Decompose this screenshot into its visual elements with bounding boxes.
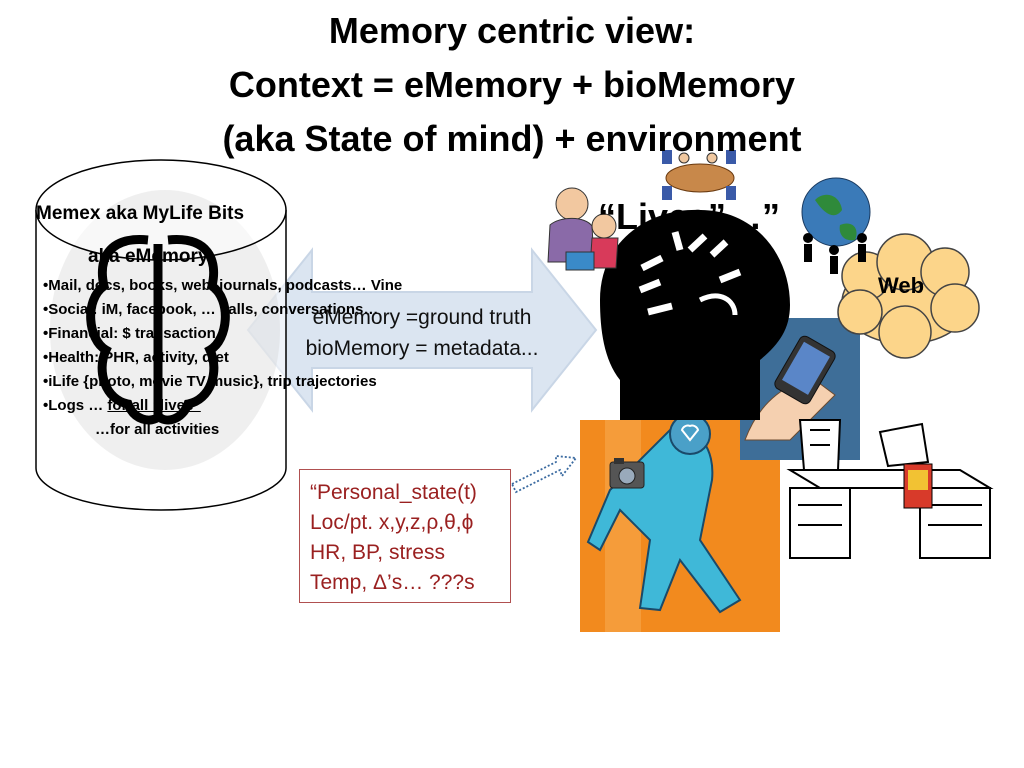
- dotted-arrow: [510, 455, 578, 494]
- hand-phone-icon: [744, 335, 836, 441]
- personal-state-line: Temp, Δ’s… ???s: [310, 571, 475, 594]
- camera-icon: [609, 458, 645, 489]
- personal-state-line: “Personal_state(t): [310, 481, 477, 504]
- list-item: •Mail, docs, books, web, journals, podca…: [43, 277, 403, 294]
- lives-label: “Lives”…”: [598, 196, 781, 237]
- title-line-3: (aka State of mind) + environment: [222, 118, 802, 159]
- title-line-1: Memory centric view:: [328, 10, 696, 51]
- logs-underlined: for all “lives”: [107, 397, 201, 414]
- web-cloud: [837, 233, 980, 359]
- family-clipart-icon: [547, 187, 619, 271]
- cylinder-subtitle: aka eMemory: [88, 246, 209, 267]
- list-item: •iLife {photo, movie TV music}, trip tra…: [43, 373, 377, 390]
- office-desk-icon: [786, 419, 994, 559]
- arrow-line-1: eMemory =ground truth: [312, 306, 532, 329]
- title-block: Memory centric view: Context = eMemory +…: [0, 4, 1024, 166]
- personal-state-box: “Personal_state(t) Loc/pt. x,y,z,ρ,θ,ϕ H…: [299, 469, 511, 603]
- people-ring-icon: [803, 233, 867, 274]
- cylinder-item-list: •Mail, docs, books, web, journals, podca…: [43, 274, 403, 442]
- list-item: •Financial: $ transaction: [43, 325, 216, 342]
- cylinder-title: Memex aka MyLife Bits: [36, 203, 245, 224]
- logs-prefix: •Logs …: [43, 397, 108, 414]
- list-item-logs: •Logs … for all “lives”: [43, 394, 283, 418]
- personal-state-line: Loc/pt. x,y,z,ρ,θ,ϕ: [310, 511, 474, 534]
- brain-outline-icon: [86, 235, 230, 425]
- logs-last-line: …for all activities: [95, 421, 220, 438]
- list-item: •Health: PHR, activity, diet: [43, 349, 229, 366]
- arrow-line-2: bioMemory = metadata...: [305, 337, 539, 360]
- title-line-2: Context = eMemory + bioMemory: [228, 64, 796, 105]
- meeting-table-icon: [662, 150, 736, 200]
- web-label: Web: [878, 273, 925, 298]
- globe-icon: [801, 177, 871, 247]
- personal-state-line: HR, BP, stress: [310, 541, 445, 564]
- list-item: •Social: iM, facebook, … calls, conversa…: [43, 301, 379, 318]
- arrow-label: eMemory =ground truth bioMemory = metada…: [262, 302, 582, 364]
- head-silhouette-icon: [600, 209, 790, 420]
- bidirectional-arrow: [246, 247, 598, 413]
